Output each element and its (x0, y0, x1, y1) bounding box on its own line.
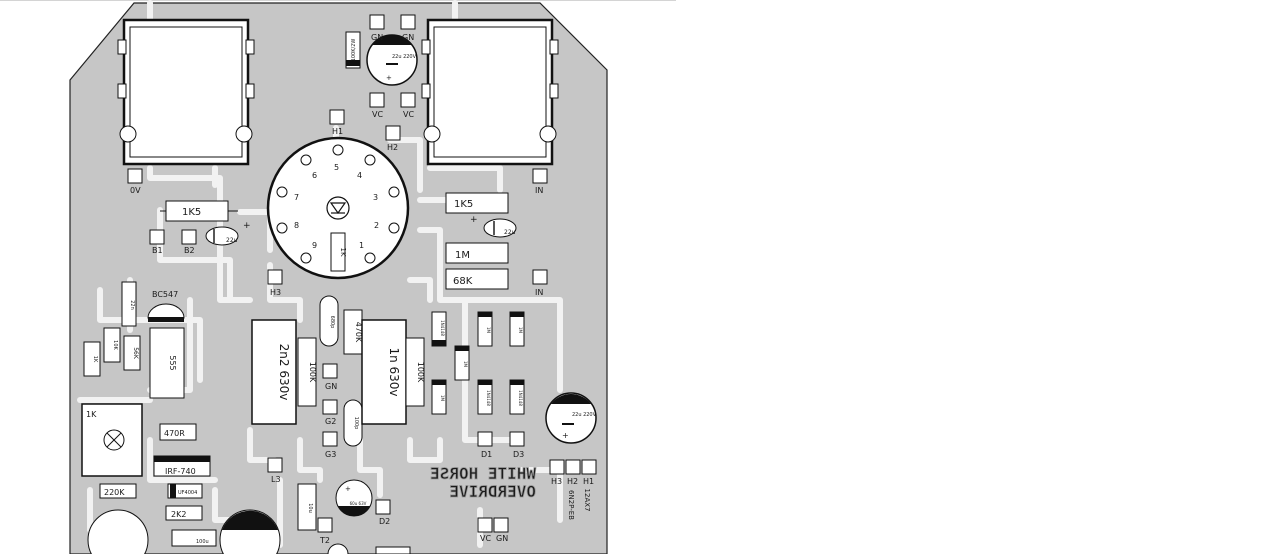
tube-socket: 1 2 3 4 5 6 7 8 9 1K (266, 136, 410, 280)
pad-vc-top-2: VC (403, 110, 414, 119)
pad-gn-top-1: GN (371, 33, 383, 42)
heater-resistor-label: 1K (339, 247, 347, 256)
trimmer-label: 1K (86, 410, 97, 419)
r-470k-label: 470K (354, 322, 363, 343)
pad-g2: G2 (325, 417, 336, 426)
tube-6n2p-label: 6N2P-EB (567, 490, 575, 520)
pin-label-7: 7 (294, 193, 299, 202)
pad-d3: D3 (513, 450, 524, 459)
board-title: WHITE HORSE OVERDRIVE (430, 464, 537, 502)
c-22u-right-label: 22u (504, 229, 516, 236)
pad-labels: GN GN VC VC H1 H2 0V IN IN B1 B2 H3 GN G… (130, 33, 594, 545)
pin-label-1: 1 (359, 241, 364, 250)
lower-center-components: 10u 60u 63V + (297, 479, 411, 554)
plus-sign-right: + (470, 215, 478, 225)
top-border-line (0, 0, 676, 1)
top-res-label: 100K/2W (351, 39, 357, 62)
cap-1n-label: 1n 630v (387, 347, 401, 396)
pin-label-4: 4 (357, 171, 362, 180)
right-components: 1N4148 1M 1M 1M 1M 1N4148 1N4148 22u 220… (431, 311, 597, 520)
center-components: 2n2 630v 100K 680p 470K 100p 1n 630v 100… (251, 295, 425, 447)
r-1k5-right-label: 1K5 (454, 199, 473, 210)
plus-sign-left: + (243, 221, 251, 231)
pad-0v: 0V (130, 186, 141, 195)
r-1m-small-a-label: 1M (486, 327, 491, 334)
pad-d1: D1 (481, 450, 492, 459)
c-22u-right-bottom-label: 22u 220V (572, 412, 597, 418)
pad-l3: L3 (271, 475, 281, 484)
c-60u-label: 60u 63V (350, 501, 367, 506)
cap-2n2-label: 2n2 630v (277, 344, 291, 401)
left-jack (117, 18, 255, 166)
pad-h1-right: H1 (583, 477, 594, 486)
pin-label-8: 8 (294, 221, 299, 230)
pad-h2-top: H2 (387, 143, 398, 152)
pad-gn-top-2: GN (402, 33, 414, 42)
ic-555-label: 555 (168, 355, 177, 370)
pin-label-2: 2 (374, 221, 379, 230)
r-220k-label: 220K (104, 488, 125, 497)
pad-g3: G3 (325, 450, 336, 459)
transistor-label: BC547 (152, 290, 178, 299)
pads (127, 14, 597, 533)
pad-gn-mid: GN (325, 382, 337, 391)
pad-vc-bottom: VC (480, 534, 491, 543)
c-22u-left-label: 22u (226, 237, 238, 244)
pad-h1-top: H1 (332, 127, 343, 136)
board-title-line2: OVERDRIVE (449, 482, 536, 501)
r-100k-a-label: 100K (308, 362, 317, 383)
c-680p-label: 680p (329, 316, 335, 329)
r-68k-label: 68K (453, 276, 473, 287)
top-components: 100K/2W 22u 220V + (345, 31, 418, 86)
top-elec-label: 22u 220V (392, 54, 417, 60)
pad-b1: B1 (152, 246, 163, 255)
diode-1n4148-c-label: 1N4148 (518, 390, 523, 406)
right-elec-plus: + (562, 431, 569, 440)
upper-resistors: 1K5 + 22u 1K5 + 22u 1M 68K (160, 192, 517, 290)
pad-in-top: IN (535, 186, 543, 195)
board-title-line1: WHITE HORSE (430, 464, 536, 483)
pad-b2: B2 (184, 246, 195, 255)
c-small-1-label: 22n (129, 300, 135, 310)
pin-label-3: 3 (373, 193, 378, 202)
diode-1n4148-b-label: 1N4148 (486, 390, 491, 406)
pin-label-6: 6 (312, 171, 317, 180)
c-60u-plus: + (345, 485, 351, 493)
r-100k-b-label: 100K (416, 362, 425, 383)
r-10k-label: 10K (112, 340, 118, 350)
pin-label-5: 5 (334, 163, 339, 172)
c-100u-label: 100u (196, 539, 209, 545)
pad-gn-bottom: GN (496, 534, 508, 543)
diode-1n4148-a-label: 1N4148 (440, 320, 445, 336)
pin-label-9: 9 (312, 241, 317, 250)
pad-in-mid: IN (535, 288, 543, 297)
pad-t2: T2 (319, 536, 330, 545)
r-1k5-left-label: 1K5 (182, 207, 201, 218)
top-elec-plus: + (386, 74, 392, 82)
r-1m-small-d-label: 1M (440, 395, 445, 402)
tube-12ax7-label: 12AX7 (583, 489, 591, 512)
r-470r-label: 470R (164, 429, 185, 438)
diode-label: UF4004 (178, 490, 197, 496)
left-section: 22n BC547 555 10K 56K 1K 1K 470R IRF-740… (81, 281, 281, 554)
r-1m-label: 1M (455, 250, 470, 261)
r-2k2-label: 2K2 (171, 510, 186, 519)
regulator-label: IRF-740 (165, 467, 196, 476)
right-jack (421, 18, 559, 166)
r-56k-label: 56K (132, 347, 139, 360)
r-1m-small-c-label: 1M (463, 361, 468, 368)
c-10u-label: 10u (307, 503, 313, 513)
r-1k-small-label: 1K (92, 356, 98, 363)
pad-h3-right: H3 (551, 477, 562, 486)
r-1m-small-b-label: 1M (518, 327, 523, 334)
pad-d2: D2 (379, 517, 390, 526)
c-100p-label: 100p (353, 417, 359, 430)
pad-h3-mid: H3 (270, 288, 281, 297)
pad-h2-right: H2 (567, 477, 578, 486)
pad-vc-top-1: VC (372, 110, 383, 119)
